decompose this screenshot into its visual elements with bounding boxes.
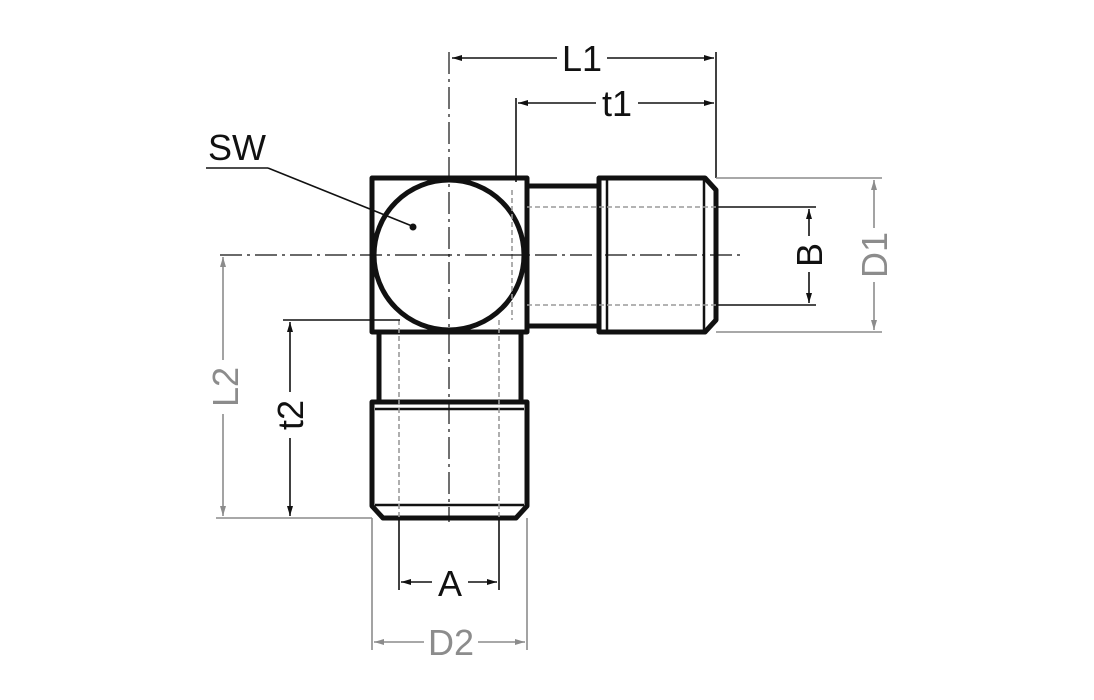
t2-dimension: t2 bbox=[270, 319, 400, 516]
bottom-thread bbox=[369, 399, 530, 521]
t1-label: t1 bbox=[602, 83, 632, 124]
b-dimension: B bbox=[716, 206, 830, 306]
l1-dimension: L1 bbox=[452, 38, 717, 178]
t1-dimension: t1 bbox=[515, 83, 714, 182]
b-label: B bbox=[789, 243, 830, 267]
sw-callout: SW bbox=[206, 127, 417, 231]
a-label: A bbox=[438, 563, 462, 604]
l1-label: L1 bbox=[562, 38, 602, 79]
right-thread bbox=[596, 175, 719, 335]
l2-label: L2 bbox=[205, 367, 246, 407]
d2-label: D2 bbox=[428, 622, 474, 663]
d1-dimension: D1 bbox=[716, 177, 895, 333]
l2-dimension: L2 bbox=[205, 257, 372, 519]
d2-dimension: D2 bbox=[371, 518, 528, 663]
bottom-branch bbox=[369, 320, 530, 521]
d1-label: D1 bbox=[854, 232, 895, 278]
sw-label: SW bbox=[208, 127, 266, 168]
bottom-neck bbox=[376, 329, 524, 405]
a-dimension: A bbox=[398, 518, 500, 604]
t2-label: t2 bbox=[270, 400, 311, 430]
